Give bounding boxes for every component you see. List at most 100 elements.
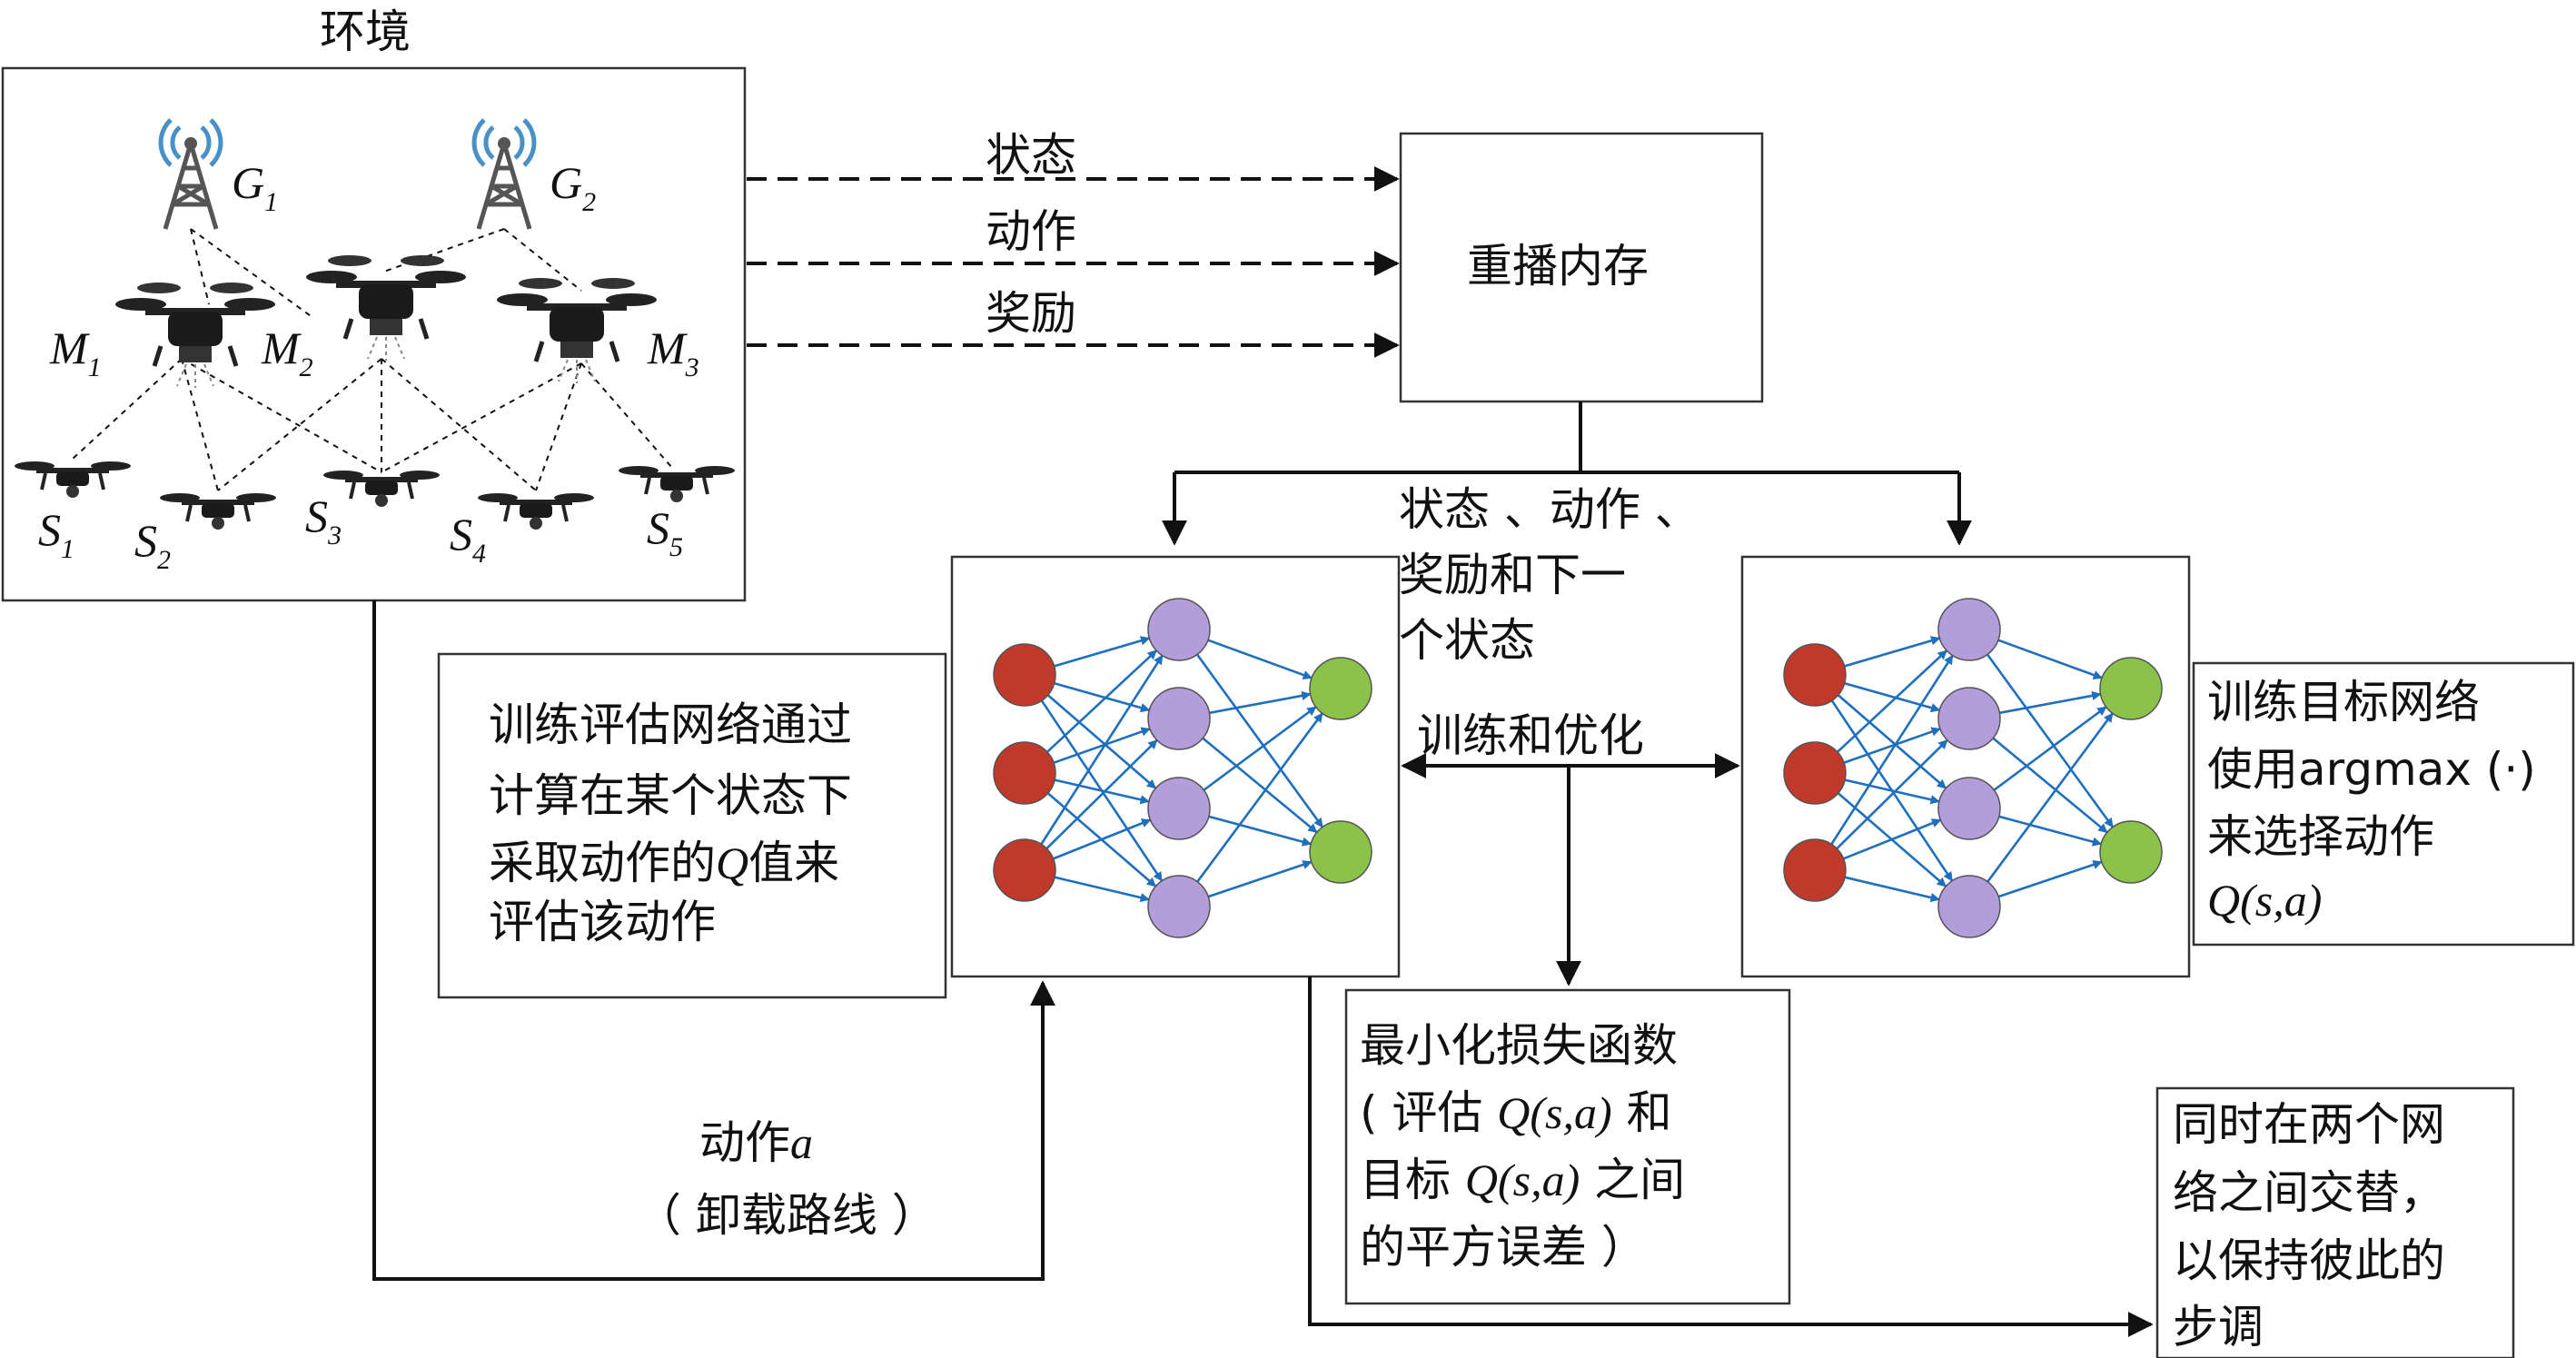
replay-memory-box bbox=[1399, 132, 1764, 403]
sample-label-line2: 奖励和下一 bbox=[1399, 549, 1626, 601]
action-return-line bbox=[372, 600, 1055, 1281]
network-edge bbox=[1208, 815, 1313, 847]
network-edge bbox=[1844, 778, 1940, 805]
replay-memory-label: 重播内存 bbox=[1467, 240, 1649, 292]
input-node bbox=[993, 643, 1056, 707]
hidden-node bbox=[1147, 875, 1211, 938]
sensor-drone-icon bbox=[160, 493, 276, 530]
network-links bbox=[72, 228, 673, 491]
hidden-node bbox=[1147, 687, 1211, 750]
hidden-node bbox=[1147, 598, 1211, 661]
network-edge bbox=[1202, 737, 1318, 834]
sample-label-line1: 状态 、动作 、 bbox=[1399, 483, 1700, 536]
output-node bbox=[2099, 820, 2163, 884]
hidden-node bbox=[1937, 687, 2001, 750]
evaluation-note-line3: 采取动作的Q值来 bbox=[489, 837, 839, 889]
gateway-label: G2 bbox=[550, 157, 596, 217]
input-node bbox=[1783, 838, 1847, 902]
evaluation-note-box bbox=[437, 652, 947, 999]
hidden-node bbox=[1147, 777, 1211, 840]
action-label-line1: 动作a bbox=[699, 1116, 813, 1169]
network-edge bbox=[1844, 636, 1941, 668]
evaluation-network-graph bbox=[993, 598, 1372, 938]
loss-line1: 最小化损失函数 bbox=[1360, 1019, 1678, 1072]
loss-line4: 的平方误差 ） bbox=[1360, 1221, 1647, 1274]
sample-split-line bbox=[1174, 401, 1959, 474]
target-note-line1: 训练目标网络 bbox=[2207, 676, 2480, 729]
train-optimize-label: 训练和优化 bbox=[1417, 709, 1644, 762]
network-edge bbox=[1843, 818, 1942, 860]
network-edge bbox=[1997, 859, 2103, 898]
network-edge bbox=[1998, 815, 2103, 847]
network-edge bbox=[1992, 737, 2108, 834]
network-edge bbox=[1207, 639, 1313, 680]
network-edge bbox=[1844, 681, 1941, 713]
mothership-label: M3 bbox=[647, 322, 699, 382]
target-note-line4: Q(s,a) bbox=[2207, 875, 2322, 926]
sensor-drone-icon bbox=[478, 493, 594, 530]
reward-flow-label: 奖励 bbox=[986, 287, 1076, 340]
sample-label-line3: 个状态 bbox=[1399, 614, 1535, 667]
mothership-label: M2 bbox=[261, 322, 313, 382]
output-node bbox=[2099, 657, 2163, 720]
target-note-line3: 来选择动作 bbox=[2207, 810, 2434, 863]
sync-note-line4: 步调 bbox=[2173, 1301, 2264, 1353]
network-edge bbox=[1844, 876, 1940, 903]
network-edge bbox=[1837, 694, 1947, 789]
loss-box bbox=[1344, 988, 1791, 1305]
gateway-tower-icon bbox=[158, 118, 223, 230]
hidden-node bbox=[1937, 598, 2001, 661]
mothership-drone-icon bbox=[115, 283, 275, 388]
network-edge bbox=[1053, 727, 1151, 764]
sync-note-line1: 同时在两个网 bbox=[2173, 1098, 2445, 1151]
network-edge bbox=[1207, 859, 1313, 898]
network-edge bbox=[1040, 654, 1164, 846]
gateway-label: G1 bbox=[232, 157, 278, 217]
gateway-tower-icon bbox=[471, 118, 537, 230]
network-edge bbox=[1997, 639, 2104, 680]
hidden-node bbox=[1937, 777, 2001, 840]
network-edge bbox=[1053, 818, 1152, 860]
network-edge bbox=[1054, 681, 1151, 713]
state-flow-label: 状态 bbox=[986, 129, 1076, 182]
sensor-label: S5 bbox=[647, 502, 683, 562]
target-note-line2: 使用argmax (·) bbox=[2207, 743, 2536, 796]
input-node bbox=[1783, 741, 1847, 805]
sync-line bbox=[1308, 976, 2154, 1337]
network-edge bbox=[1054, 636, 1151, 668]
network-edge bbox=[1046, 694, 1157, 789]
mothership-drone-icon bbox=[497, 278, 657, 383]
network-edge bbox=[1054, 876, 1150, 903]
network-edge bbox=[1054, 778, 1150, 805]
evaluation-note-line2: 计算在某个状态下 bbox=[489, 769, 852, 822]
network-edge bbox=[1045, 738, 1158, 850]
network-edge bbox=[1836, 738, 1948, 850]
network-edge bbox=[1046, 649, 1157, 753]
target-network-graph bbox=[1783, 598, 2163, 938]
network-edge bbox=[1986, 653, 2115, 828]
sensor-drone-icon bbox=[619, 466, 735, 502]
network-edge bbox=[1993, 706, 2107, 791]
sensor-drone-icon bbox=[15, 461, 131, 498]
sensor-label: S1 bbox=[38, 504, 74, 564]
input-node bbox=[993, 741, 1056, 805]
action-flow-label: 动作 bbox=[986, 205, 1076, 258]
sync-note-line2: 络之间交替， bbox=[2173, 1166, 2445, 1219]
network-edge bbox=[1999, 690, 2102, 715]
mothership-label: M1 bbox=[49, 322, 102, 382]
input-node bbox=[1783, 643, 1847, 707]
network-edge bbox=[1843, 727, 1941, 764]
sensor-label: S2 bbox=[134, 515, 171, 575]
action-label-line2: （ 卸载路线 ） bbox=[636, 1189, 937, 1242]
loss-line3: 目标 Q(s,a) 之间 bbox=[1360, 1154, 1685, 1206]
input-node bbox=[993, 838, 1056, 902]
output-node bbox=[1309, 657, 1372, 720]
mothership-drone-icon bbox=[306, 255, 466, 361]
environment-title: 环境 bbox=[320, 5, 411, 58]
network-edge bbox=[1196, 712, 1323, 883]
sensor-label: S3 bbox=[305, 491, 342, 550]
network-edge bbox=[1195, 653, 1324, 828]
network-edge bbox=[1209, 690, 1312, 715]
evaluation-note-line4: 评估该动作 bbox=[489, 896, 716, 948]
